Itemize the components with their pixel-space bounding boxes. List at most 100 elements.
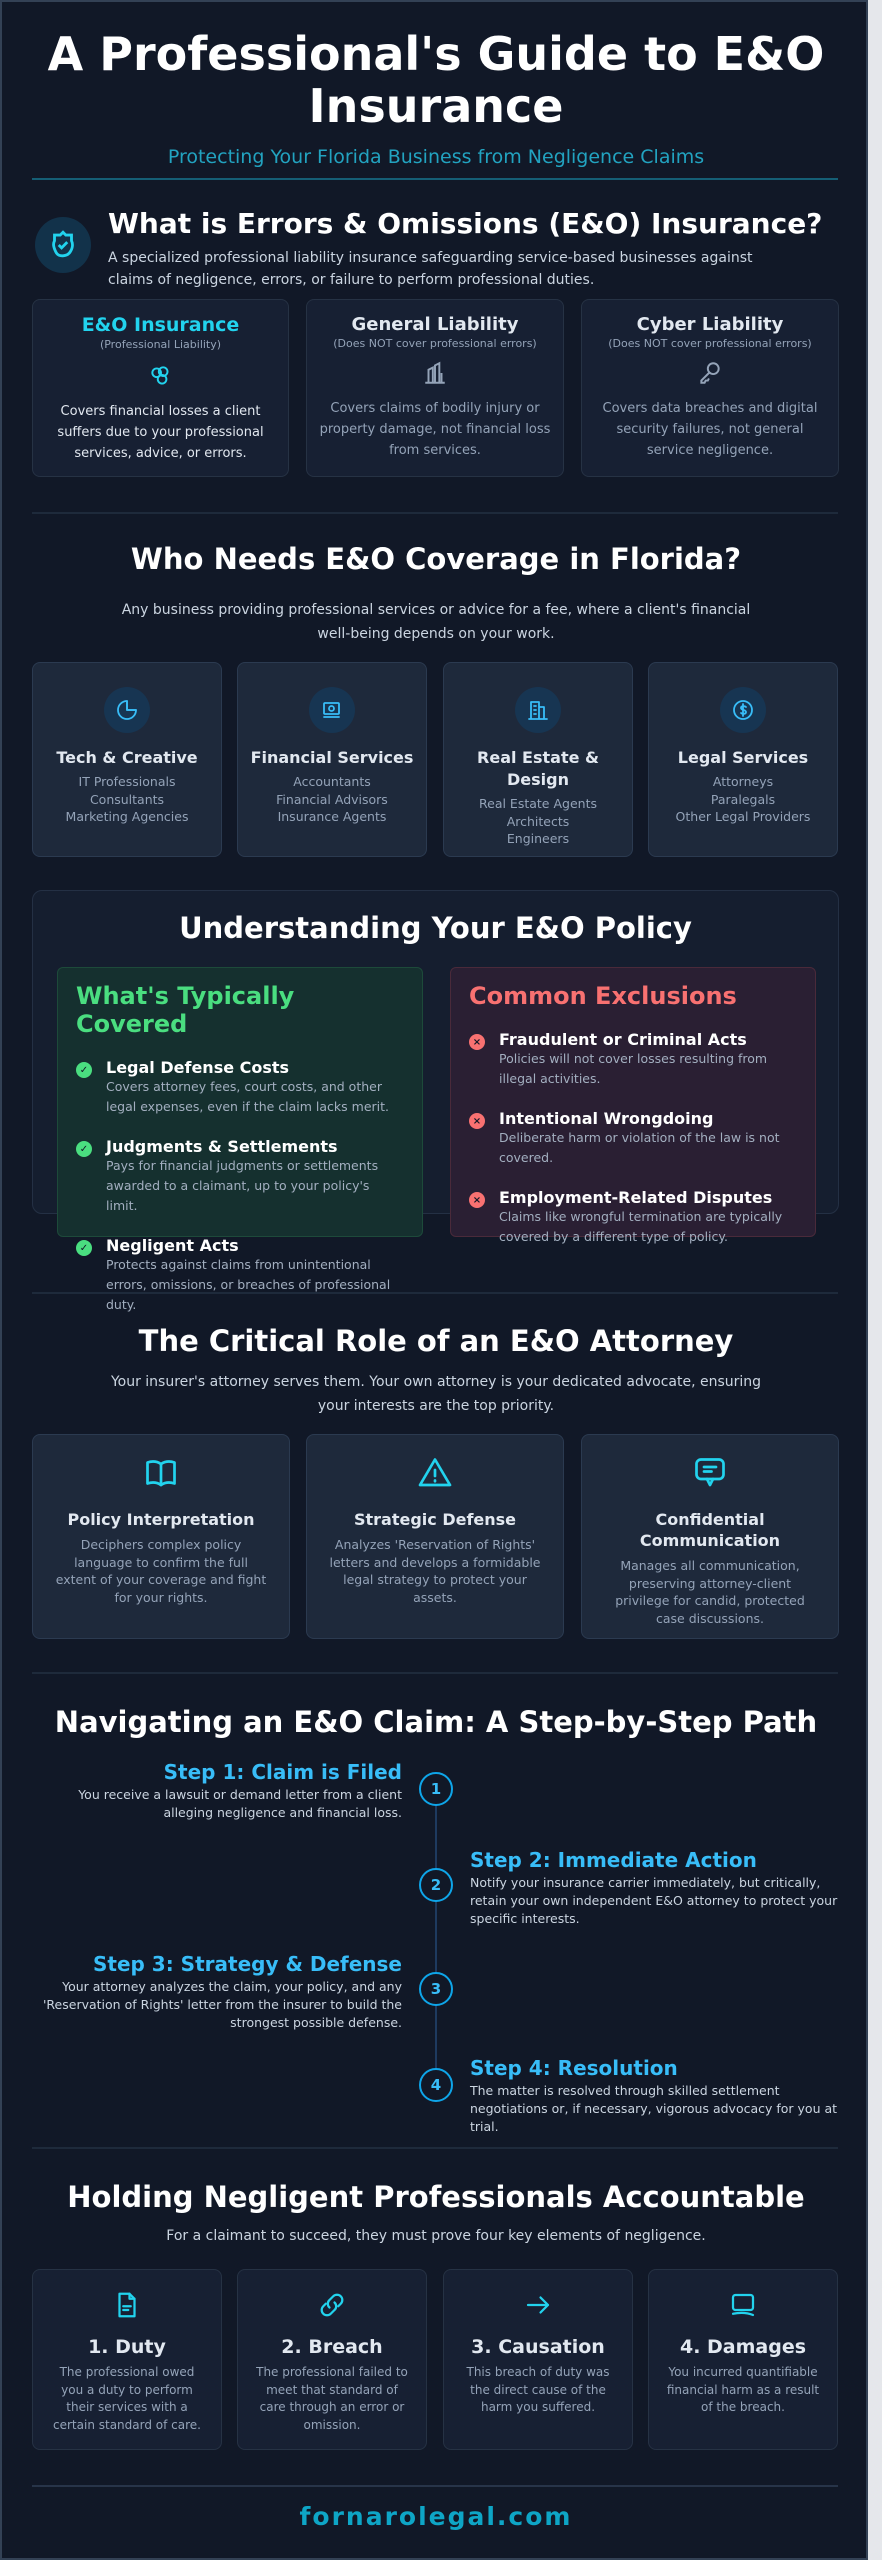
policy-title: Understanding Your E&O Policy	[179, 911, 692, 945]
item-text: Claims like wrongful termination are typ…	[499, 1209, 783, 1244]
attorney-role-card: Policy Interpretation Deciphers complex …	[32, 1434, 290, 1639]
building-icon	[515, 687, 561, 733]
covered-item: ✓ Negligent Acts Protects against claims…	[76, 1236, 404, 1315]
section-divider	[32, 512, 838, 514]
x-circle-icon: ×	[469, 1192, 485, 1208]
exclusion-item: × Intentional Wrongdoing Deliberate harm…	[469, 1109, 797, 1168]
covered-title: What's Typically Covered	[76, 982, 295, 1038]
profession-item: IT Professionals	[78, 774, 176, 789]
money-icon	[309, 687, 355, 733]
profession-item: Consultants	[89, 791, 165, 807]
page-subtitle: Protecting Your Florida Business from Ne…	[167, 146, 705, 168]
coins-icon	[45, 363, 276, 393]
card-title: 3. Causation	[471, 2336, 605, 2358]
timeline-line	[435, 1782, 437, 2092]
card-title: Financial Services	[250, 748, 414, 767]
card-title: Real Estate & Design	[477, 748, 599, 789]
exclusion-item: × Fraudulent or Criminal Acts Policies w…	[469, 1030, 797, 1089]
profession-item: Paralegals	[710, 791, 776, 807]
item-title: Employment-Related Disputes	[499, 1188, 773, 1207]
attorney-role-card: Confidential Communication Manages all c…	[581, 1434, 839, 1639]
card-title: Cyber Liability	[636, 314, 784, 335]
step-number-badge: 2	[419, 1868, 453, 1902]
attorney-title: The Critical Role of an E&O Attorney	[138, 1324, 734, 1358]
exclusion-item: × Employment-Related Disputes Claims lik…	[469, 1188, 797, 1247]
negligence-section: Holding Negligent Professionals Accounta…	[2, 2180, 866, 2248]
step-text: You receive a lawsuit or demand letter f…	[78, 1787, 402, 1820]
item-text: Protects against claims from unintention…	[106, 1257, 391, 1312]
negligence-title: Holding Negligent Professionals Accounta…	[67, 2180, 805, 2214]
attorney-description: Your insurer's attorney serves them. You…	[110, 1374, 762, 1414]
profession-item: Financial Advisors	[276, 791, 388, 807]
item-title: Judgments & Settlements	[106, 1137, 338, 1156]
item-text: Deliberate harm or violation of the law …	[499, 1130, 780, 1165]
claim-step: Step 2: Immediate Action Notify your ins…	[470, 1848, 840, 1928]
footer-site-link[interactable]: fornarolegal.com	[299, 2502, 573, 2531]
dollar-circle-icon	[720, 687, 766, 733]
attorney-section: The Critical Role of an E&O Attorney You…	[2, 1324, 866, 1418]
card-text: Deciphers complex policy language to con…	[55, 1537, 267, 1605]
eo-insurance-card: E&O Insurance (Professional Liability) C…	[32, 299, 289, 477]
exclusions-box: Common Exclusions × Fraudulent or Crimin…	[450, 967, 816, 1244]
card-text: Manages all communication, preserving at…	[615, 1558, 805, 1626]
claim-step: Step 3: Strategy & Defense Your attorney…	[42, 1952, 402, 2032]
arrow-right-icon	[458, 2290, 618, 2324]
who-needs-description: Any business providing professional serv…	[121, 602, 751, 642]
profession-item: Marketing Agencies	[65, 809, 189, 824]
claim-step: Step 4: Resolution The matter is resolve…	[470, 2056, 840, 2136]
building-icon	[319, 360, 551, 390]
negligence-element-card: 1. Duty The professional owed you a duty…	[32, 2269, 222, 2450]
item-title: Legal Defense Costs	[106, 1058, 290, 1077]
section-divider	[32, 1292, 838, 1294]
card-text: The professional failed to meet that sta…	[256, 2365, 408, 2432]
warning-icon	[329, 1455, 541, 1495]
step-number-badge: 4	[419, 2068, 453, 2102]
card-text: This breach of duty was the direct cause…	[466, 2365, 610, 2414]
card-title: Strategic Defense	[353, 1510, 517, 1529]
pie-chart-icon	[104, 687, 150, 733]
book-icon	[55, 1455, 267, 1495]
what-is-title: What is Errors & Omissions (E&O) Insuran…	[108, 207, 823, 240]
item-text: Pays for financial judgments or settleme…	[106, 1158, 379, 1213]
card-title: 2. Breach	[281, 2336, 383, 2358]
card-title: Tech & Creative	[56, 748, 198, 767]
general-liability-card: General Liability (Does NOT cover profes…	[306, 299, 564, 477]
attorney-role-card: Strategic Defense Analyzes 'Reservation …	[306, 1434, 564, 1639]
card-text: You incurred quantifiable financial harm…	[666, 2365, 820, 2414]
chat-icon	[604, 1455, 816, 1495]
card-title: Legal Services	[677, 748, 809, 767]
cyber-liability-card: Cyber Liability (Does NOT cover professi…	[581, 299, 839, 477]
x-circle-icon: ×	[469, 1113, 485, 1129]
card-title: 4. Damages	[679, 2336, 807, 2358]
item-title: Intentional Wrongdoing	[499, 1109, 714, 1128]
section-divider	[32, 1672, 838, 1674]
profession-item: Real Estate Agents	[479, 796, 597, 811]
exclusions-title: Common Exclusions	[469, 982, 737, 1010]
card-text: Covers financial losses a client suffers…	[57, 404, 264, 461]
item-text: Covers attorney fees, court costs, and o…	[106, 1079, 390, 1114]
check-circle-icon: ✓	[76, 1141, 92, 1157]
card-text: Analyzes 'Reservation of Rights' letters…	[329, 1537, 541, 1605]
card-text: Covers data breaches and digital securit…	[602, 401, 818, 458]
card-subtitle: (Does NOT cover professional errors)	[333, 337, 537, 350]
card-title: E&O Insurance	[81, 314, 240, 336]
item-title: Fraudulent or Criminal Acts	[499, 1030, 747, 1049]
title-line-2: Insurance	[308, 79, 564, 133]
profession-item: Accountants	[293, 774, 371, 789]
who-needs-title: Who Needs E&O Coverage in Florida?	[130, 542, 742, 576]
profession-item: Architects	[506, 813, 570, 829]
step-title: Step 1: Claim is Filed	[163, 1760, 402, 1784]
covered-box: What's Typically Covered ✓ Legal Defense…	[57, 967, 423, 1312]
card-title: General Liability	[351, 314, 519, 335]
step-title: Step 2: Immediate Action	[470, 1848, 757, 1872]
card-title: Confidential Communication	[639, 1510, 781, 1550]
claim-step: Step 1: Claim is Filed You receive a law…	[42, 1760, 402, 1822]
step-number-badge: 3	[419, 1972, 453, 2006]
profession-item: Attorneys	[712, 774, 774, 789]
negligence-element-card: 2. Breach The professional failed to mee…	[237, 2269, 427, 2450]
